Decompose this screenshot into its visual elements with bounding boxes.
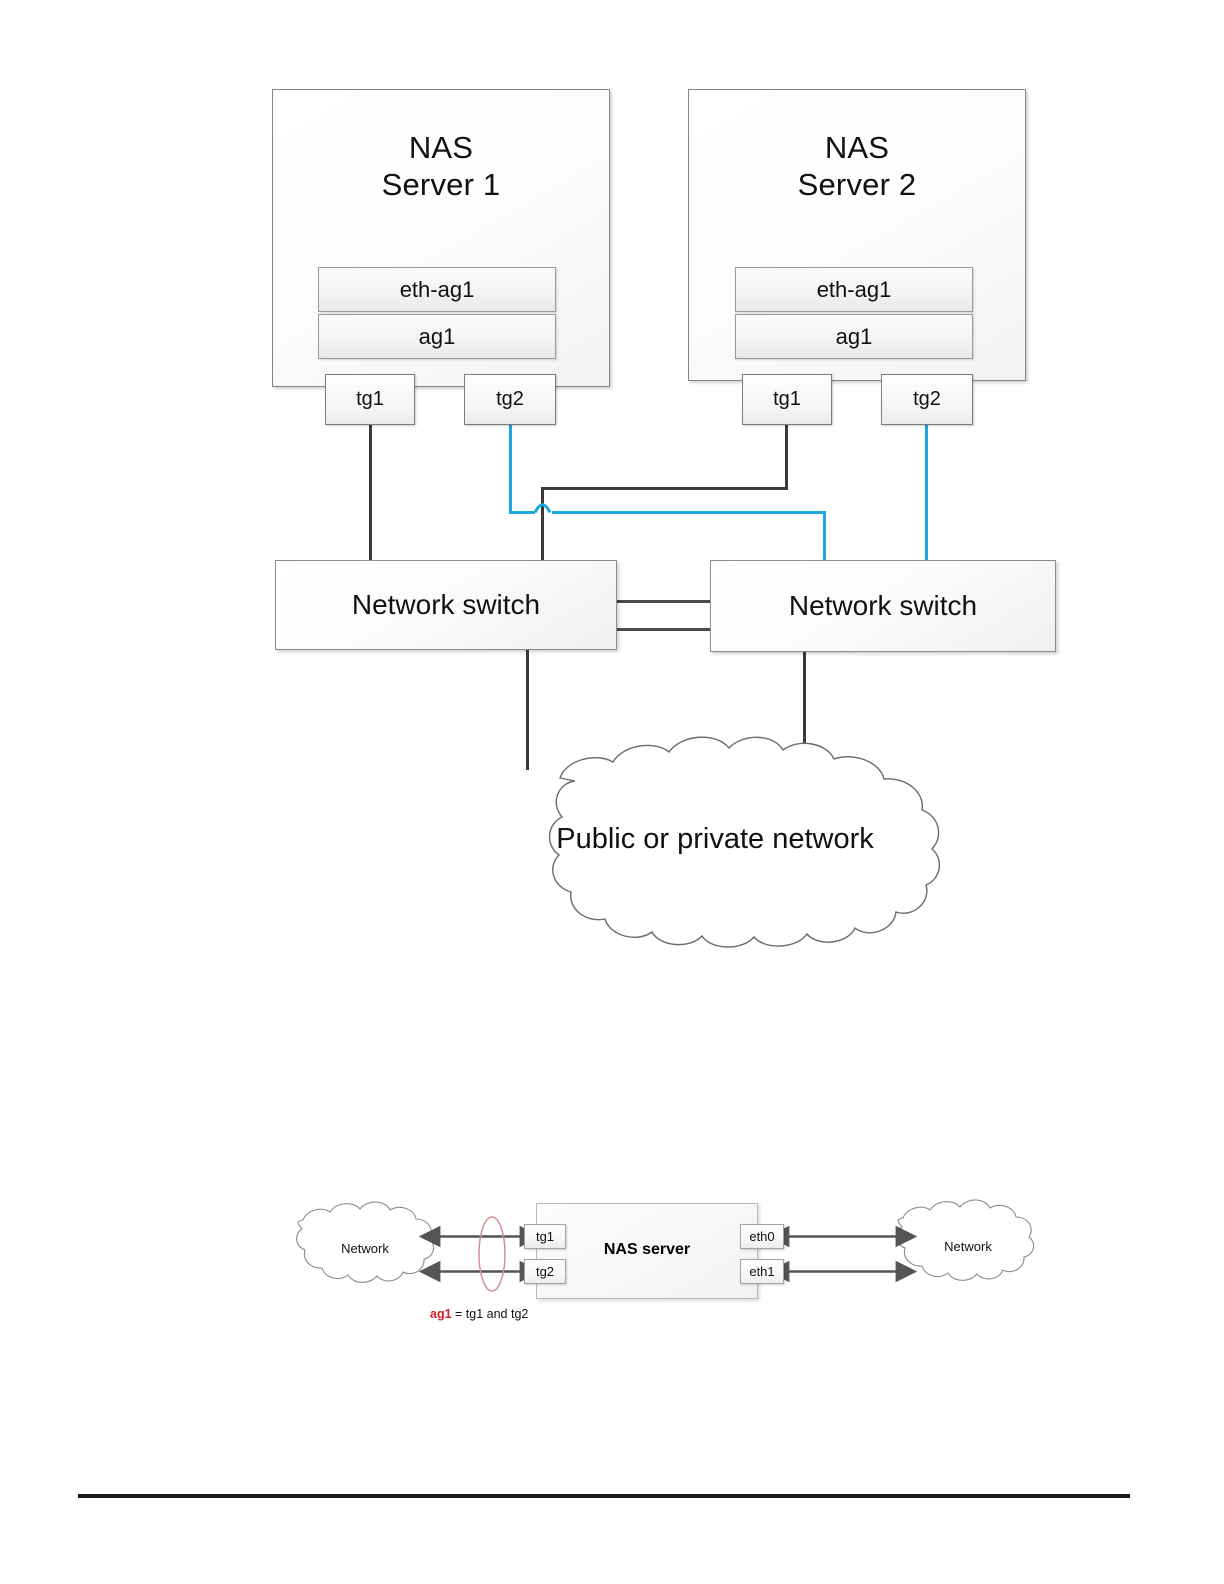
inter-switch-link-lower: [616, 628, 714, 631]
nas-server-small-title: NAS server: [603, 1241, 691, 1258]
nas-server-1-port-tg2[interactable]: tg2: [464, 374, 556, 425]
cable-s2tg1-horizontal: [541, 487, 788, 490]
cable-s2tg1-drop-to-switch-left: [541, 487, 544, 565]
ag1-legend: ag1 = tg1 and tg2: [430, 1307, 528, 1321]
nas-server-2-iface-ag1[interactable]: ag1: [735, 314, 973, 359]
cable-s2tg1-vertical: [785, 425, 788, 489]
ag1-legend-accent: ag1: [430, 1307, 452, 1321]
nas-server-2-iface-eth-ag1[interactable]: eth-ag1: [735, 267, 973, 312]
cable-s1tg2-drop-to-switch-right: [823, 511, 826, 567]
ag1-legend-rest: = tg1 and tg2: [451, 1307, 529, 1321]
network-switch-left-box[interactable]: Network switch: [275, 560, 617, 650]
inter-switch-link-upper: [616, 600, 714, 603]
nas-server-1-port-tg1[interactable]: tg1: [325, 374, 415, 425]
ag1-group-ellipse: [478, 1216, 506, 1292]
cable-s1tg2-horizontal-left: [509, 511, 535, 514]
cable-switch-right-to-cloud: [803, 650, 806, 772]
cable-switch-left-to-cloud: [526, 650, 529, 770]
cable-s1tg2-horizontal-right: [552, 511, 826, 514]
network-left-label: Network: [341, 1241, 389, 1256]
cable-s1tg2-vertical: [509, 425, 512, 513]
footer-rule: [78, 1494, 1130, 1498]
nas-server-small-port-tg2[interactable]: tg2: [524, 1259, 566, 1284]
cable-s1tg1-to-switch-left: [369, 425, 372, 565]
nas-server-1-iface-ag1[interactable]: ag1: [318, 314, 556, 359]
nas-server-1-iface-eth-ag1[interactable]: eth-ag1: [318, 267, 556, 312]
nas-server-small-port-eth1[interactable]: eth1: [740, 1259, 784, 1284]
public-private-network-label: Public or private network: [556, 823, 874, 855]
cable-s2tg2-to-switch-right: [925, 425, 928, 567]
nas-server-2-port-tg2[interactable]: tg2: [881, 374, 973, 425]
network-right-label: Network: [944, 1239, 992, 1254]
network-switch-right-box[interactable]: Network switch: [710, 560, 1056, 652]
nas-server-1-title: NAS Server 1: [381, 130, 501, 202]
nas-server-2-title: NAS Server 2: [797, 130, 917, 202]
nas-server-small-port-tg1[interactable]: tg1: [524, 1224, 566, 1249]
nas-server-small-box[interactable]: [536, 1203, 758, 1299]
nas-server-2-port-tg1[interactable]: tg1: [742, 374, 832, 425]
nas-server-small-port-eth0[interactable]: eth0: [740, 1224, 784, 1249]
